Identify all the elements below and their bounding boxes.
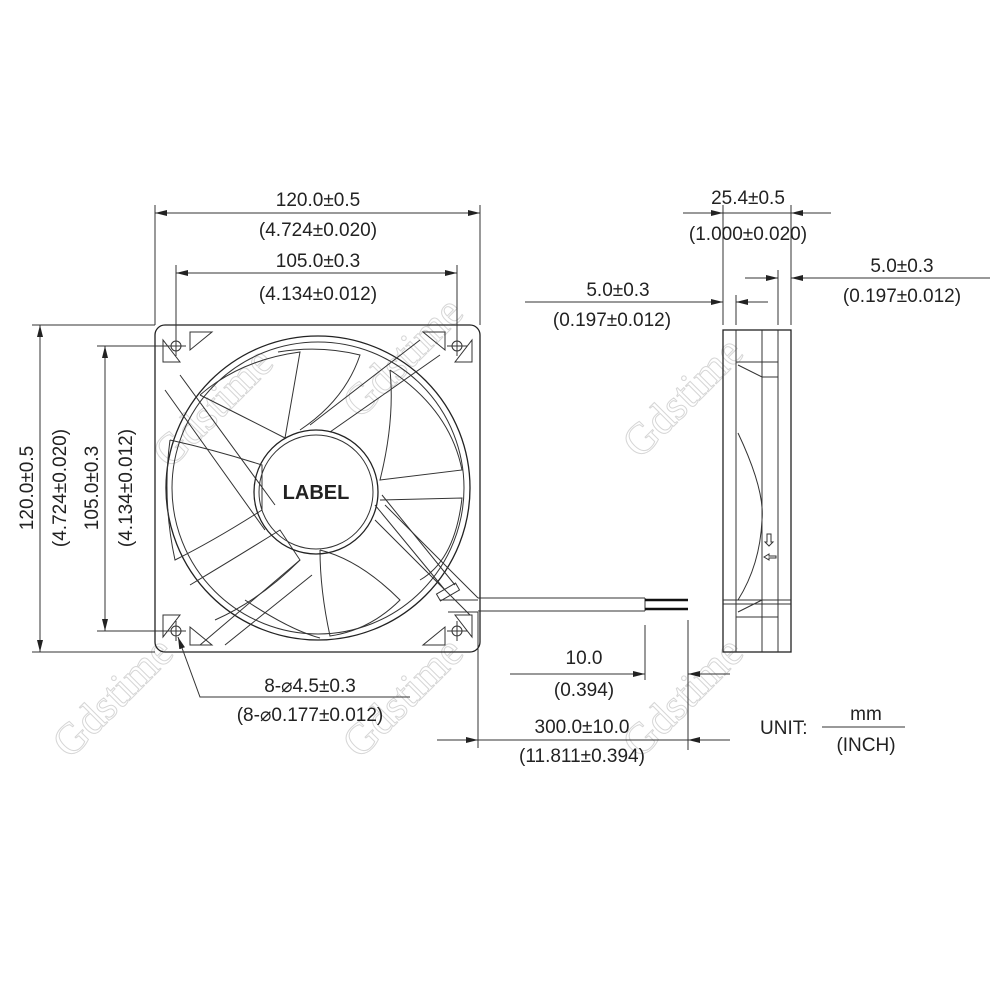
dim-text: (0.394) (554, 680, 614, 701)
dim-text: (4.724±0.020) (50, 429, 71, 547)
dim-strip-length: 10.0 (0.394) (510, 620, 730, 750)
unit-legend: UNIT: mm (INCH) (760, 704, 905, 756)
fan-front-view: LABEL (154, 324, 481, 653)
watermark: Gdstime (42, 627, 182, 767)
dim-height-holes: 105.0±0.3 (4.134±0.012) (82, 345, 176, 632)
unit-label: UNIT: (760, 718, 808, 739)
dim-text: (4.724±0.020) (259, 220, 377, 241)
watermark: Gdstime (332, 287, 472, 427)
lead-wire (478, 597, 688, 612)
fan-side-view (722, 329, 792, 653)
dim-text: 10.0 (566, 648, 603, 669)
dim-text: 5.0±0.3 (586, 280, 649, 301)
dim-flange-right: 5.0±0.3 (0.197±0.012) (745, 256, 990, 325)
unit-secondary: (INCH) (836, 735, 895, 756)
dim-text: 105.0±0.3 (82, 446, 103, 530)
dim-text: (0.197±0.012) (843, 286, 961, 307)
dim-text: (4.134±0.012) (116, 429, 137, 547)
dim-width-overall: 120.0±0.5 (4.724±0.020) (154, 190, 481, 325)
dim-width-holes: 105.0±0.3 (4.134±0.012) (175, 251, 458, 346)
dim-flange-left: 5.0±0.3 (0.197±0.012) (525, 280, 768, 331)
dim-text: (1.000±0.020) (689, 224, 807, 245)
dim-text: 5.0±0.3 (870, 256, 933, 277)
dim-holes: 8-⌀4.5±0.3 (8-⌀0.177±0.012) (177, 636, 410, 726)
dim-text: 8-⌀4.5±0.3 (264, 676, 356, 697)
hub-label: LABEL (283, 482, 350, 504)
dim-text: 120.0±0.5 (276, 190, 360, 211)
dim-text: 25.4±0.5 (711, 188, 785, 209)
dim-text: (8-⌀0.177±0.012) (237, 705, 384, 726)
dim-height-overall: 120.0±0.5 (4.724±0.020) (17, 324, 155, 653)
unit-primary: mm (850, 704, 882, 725)
dim-depth: 25.4±0.5 (1.000±0.020) (683, 188, 831, 325)
dim-text: 105.0±0.3 (276, 251, 360, 272)
dim-text: (4.134±0.012) (259, 284, 377, 305)
dim-text: (11.811±0.394) (519, 746, 645, 767)
watermark: Gdstime (612, 327, 752, 467)
dim-text: 120.0±0.5 (17, 446, 38, 530)
dim-wire-length: 300.0±10.0 (11.811±0.394) (437, 612, 730, 767)
dim-text: (0.197±0.012) (553, 310, 671, 331)
dim-text: 300.0±10.0 (535, 717, 630, 738)
